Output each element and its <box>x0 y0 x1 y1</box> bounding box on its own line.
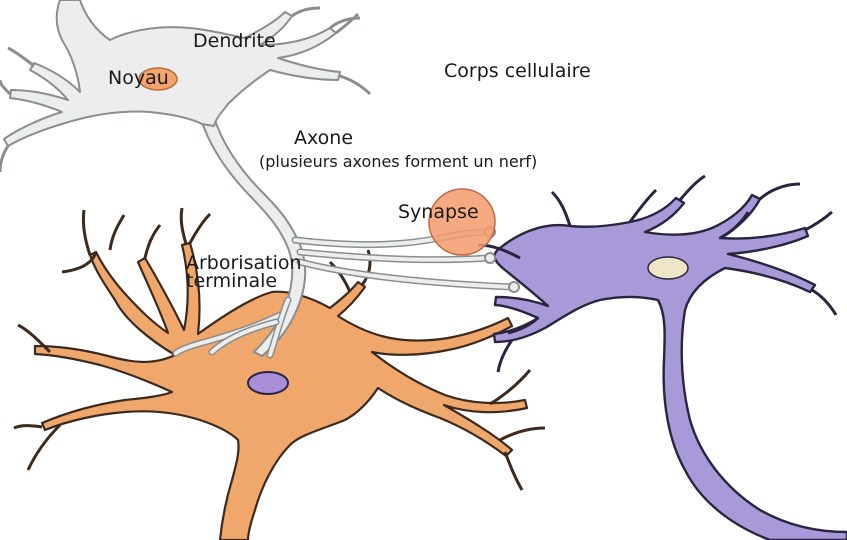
orange-neuron-nucleus <box>248 372 288 394</box>
purple-neuron-body <box>494 195 847 540</box>
label-axone: Axone <box>294 128 353 149</box>
orange-dendrite-twig <box>490 370 545 490</box>
grey-terminal-button <box>485 253 495 263</box>
label-terminale: terminale <box>186 271 277 292</box>
purple-neuron <box>478 176 847 540</box>
label-corps-cellulaire: Corps cellulaire <box>444 61 591 82</box>
grey-dendrite-twig <box>0 48 34 172</box>
label-synapse: Synapse <box>398 202 479 223</box>
grey-terminal-button <box>509 282 519 292</box>
orange-dendrite-twig <box>145 208 210 258</box>
label-dendrite: Dendrite <box>193 31 276 52</box>
label-noyau: Noyau <box>108 68 169 89</box>
label-axone-note: (plusieurs axones forment un nerf) <box>259 153 537 171</box>
grey-axon-terminal-branch <box>300 262 512 287</box>
purple-neuron-nucleus <box>648 257 688 279</box>
